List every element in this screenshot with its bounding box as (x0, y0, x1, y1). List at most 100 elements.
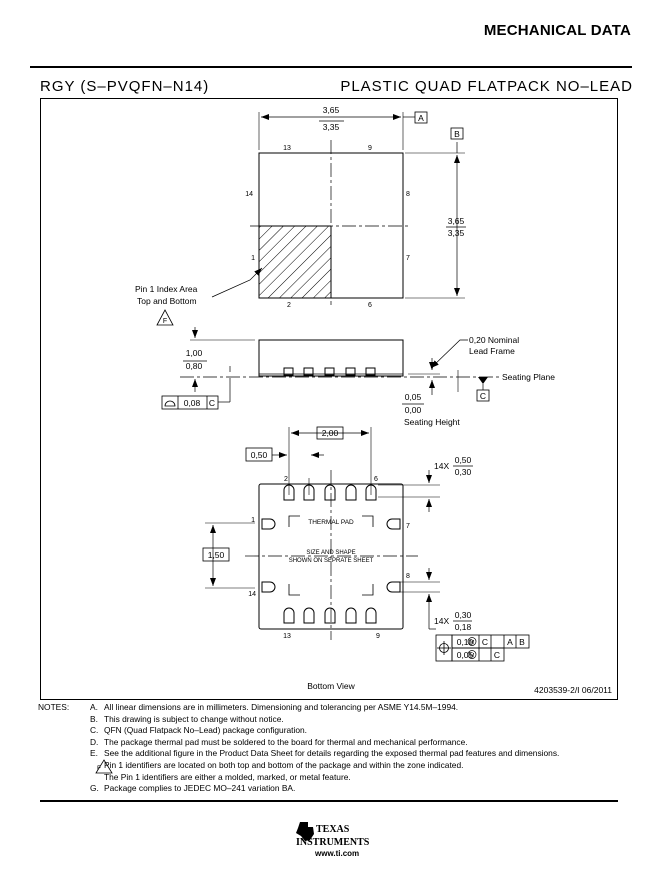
footer-rule (40, 800, 618, 802)
side-lead (365, 367, 376, 376)
package-description: PLASTIC QUAD FLATPACK NO–LEAD (340, 78, 633, 95)
bottom-view-caption: Bottom View (307, 681, 355, 691)
bottom-pin-label-8: 8 (406, 573, 410, 580)
tol1-datum-b: B (519, 637, 525, 647)
ti-url: www.ti.com (314, 849, 359, 858)
pin1-index-label: Pin 1 Index Area (135, 284, 198, 294)
note-text: Pin 1 identifiers are located on both to… (104, 759, 464, 770)
package-code: RGY (S–PVQFN–N14) (40, 78, 210, 95)
lead-pin8 (386, 581, 401, 593)
side-view-body (258, 339, 404, 377)
pin1-index-area (259, 226, 331, 298)
lead-width-min: 0,30 (455, 467, 472, 477)
tol2-value: 0,05 (457, 650, 474, 660)
note-letter: C. (90, 725, 99, 736)
top-width-min: 3,35 (323, 122, 340, 132)
note-letter: G. (90, 783, 99, 794)
pin-label-13: 13 (283, 145, 291, 152)
standoff-max: 0,05 (405, 392, 422, 402)
side-span: 1,50 (208, 550, 225, 560)
tol2-modifier: M (470, 653, 475, 659)
note-letter: E. (90, 748, 98, 759)
side-view-labels: 1,00 0,80 0,20 Nominal Lead Frame Seatin… (184, 335, 555, 427)
note-f-triangle-icon (95, 759, 113, 774)
top-height-min: 3,35 (448, 228, 465, 238)
lead-length-prefix: 14X (434, 616, 449, 626)
bottom-top-leads (283, 478, 377, 501)
side-lead (345, 367, 356, 376)
datum-a: A (418, 113, 424, 123)
ti-state-icon: TEXAS INSTRUMENTS www.ti.com (296, 822, 370, 858)
top-view (156, 111, 466, 326)
notes-section: NOTES: A. All linear dimensions are in m… (38, 702, 638, 795)
pitch: 0,50 (251, 450, 268, 460)
pin-label-1: 1 (251, 255, 255, 262)
bottom-pin-label-9: 9 (376, 633, 380, 640)
notes-header: NOTES: (38, 702, 70, 712)
pitch-span: 2,00 (322, 428, 339, 438)
bottom-bottom-leads (283, 607, 377, 624)
side-lead (303, 367, 314, 376)
note-item: C. QFN (Quad Flatpack No–Lead) package c… (38, 725, 638, 737)
standoff-min: 0,00 (405, 405, 422, 415)
ti-brand-line1: TEXAS (316, 824, 350, 835)
note-text: The package thermal pad must be soldered… (104, 736, 468, 747)
seating-height-label: Seating Height (404, 417, 460, 427)
datum-c: C (480, 391, 486, 401)
note-text: See the additional figure in the Product… (104, 748, 560, 759)
bottom-pin-label-13: 13 (283, 633, 291, 640)
note-item: B. This drawing is subject to change wit… (38, 714, 638, 726)
top-width-max: 3,65 (323, 105, 340, 115)
bottom-view (202, 426, 530, 662)
ti-logo: TEXAS INSTRUMENTS www.ti.com (290, 818, 390, 868)
seating-plane-label: Seating Plane (502, 372, 555, 382)
pin-label-8: 8 (406, 191, 410, 198)
bottom-pin-label-6: 6 (374, 476, 378, 483)
tol1-value: 0,10 (457, 637, 474, 647)
pin-label-9: 9 (368, 145, 372, 152)
header-rule (30, 66, 632, 68)
note-letter: F (97, 764, 101, 772)
note-f-flag: F (163, 318, 167, 325)
side-height-max: 1,00 (186, 348, 203, 358)
ti-brand-line2: INSTRUMENTS (296, 837, 370, 848)
note-item: NOTES: A. All linear dimensions are in m… (38, 702, 638, 714)
pin-label-2: 2 (287, 302, 291, 309)
note-text: Package complies to JEDEC MO–241 variati… (104, 783, 296, 794)
tol1-datum-a: A (507, 637, 513, 647)
lead-length-max: 0,30 (455, 610, 472, 620)
bottom-pin-label-1: 1 (251, 517, 255, 524)
page-title: MECHANICAL DATA (483, 22, 631, 39)
note-letter: D. (90, 736, 99, 747)
tol1-modifier: M (470, 640, 475, 646)
datum-b: B (454, 129, 460, 139)
pin-label-6: 6 (368, 302, 372, 309)
size-shape-label: SIZE AND SHAPE (306, 550, 355, 556)
bottom-pin-label-14: 14 (248, 591, 256, 598)
lead-width-max: 0,50 (455, 455, 472, 465)
side-height-min: 0,80 (186, 361, 203, 371)
bottom-pin-label-2: 2 (284, 476, 288, 483)
lead-frame-nominal: 0,20 Nominal (469, 335, 519, 345)
flatness-datum: C (209, 398, 215, 408)
tol1-datum-c: C (482, 637, 488, 647)
thermal-pad-label: THERMAL PAD (308, 519, 354, 526)
side-lead (283, 367, 294, 376)
lead-frame-label: Lead Frame (469, 346, 515, 356)
note-item: E. See the additional figure in the Prod… (38, 748, 638, 760)
note-item: D. The package thermal pad must be solde… (38, 737, 638, 749)
separate-sheet-label: SHOWN ON SEPRATE SHEET (289, 558, 374, 564)
note-text: QFN (Quad Flatpack No–Lead) package conf… (104, 725, 307, 736)
pin-label-7: 7 (406, 255, 410, 262)
bottom-view-labels: 2,00 0,50 1,50 14X 0,50 0,30 14X 0,30 0,… (208, 428, 613, 695)
lead-pin7 (386, 518, 401, 530)
top-height-max: 3,65 (448, 216, 465, 226)
flatness-value: 0,08 (184, 398, 201, 408)
note-text-continued: The Pin 1 identifiers are either a molde… (104, 771, 351, 782)
lead-width-prefix: 14X (434, 461, 449, 471)
drawing-number: 4203539-2/I 06/2011 (534, 685, 612, 695)
drawing-frame (40, 98, 618, 700)
note-item: G. Package complies to JEDEC MO–241 vari… (38, 783, 638, 795)
tol2-datum-c: C (494, 650, 500, 660)
